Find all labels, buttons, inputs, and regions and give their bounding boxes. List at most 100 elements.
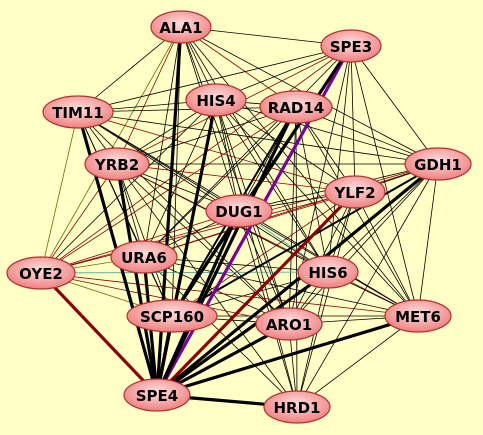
- node-met6[interactable]: MET6: [384, 299, 452, 333]
- node-shape[interactable]: [185, 83, 247, 117]
- edge-ura6-met6: [143, 256, 419, 317]
- node-shape[interactable]: [324, 175, 386, 209]
- edge-his4-gdh1: [215, 99, 439, 165]
- edge-met6-oye2: [40, 272, 419, 317]
- edge-yrb2-aro1: [116, 163, 290, 325]
- edge-ala1-ura6: [143, 26, 182, 258]
- edge-tim11-oye2: [40, 111, 79, 274]
- edge-his4-oye2: [40, 99, 217, 274]
- node-shape[interactable]: [384, 299, 452, 333]
- edge-dug1-hrd1: [238, 210, 298, 408]
- node-shape[interactable]: [150, 10, 212, 44]
- edge-gdh1-aro1: [288, 163, 439, 325]
- node-shape[interactable]: [6, 256, 76, 290]
- node-shape[interactable]: [126, 299, 218, 333]
- edge-his4-ura6: [143, 99, 217, 258]
- edge-spe4-rad14: [155, 105, 298, 397]
- node-label: YRB2: [94, 156, 139, 174]
- node-aro1[interactable]: ARO1: [255, 307, 323, 341]
- edge-rad14-aro1: [288, 106, 297, 325]
- edge-spe3-oye2: [40, 45, 352, 274]
- node-hrd1[interactable]: HRD1: [263, 390, 331, 424]
- edge-his6-hrd1: [296, 271, 329, 408]
- edge-spe4-met6: [155, 314, 420, 397]
- node-shape[interactable]: [84, 147, 150, 181]
- edge-rad14-hrd1: [295, 106, 298, 408]
- node-shape[interactable]: [205, 194, 273, 228]
- edge-his6-oye2: [40, 271, 329, 274]
- node-label: RAD14: [268, 99, 324, 117]
- node-rad14[interactable]: RAD14: [259, 90, 333, 124]
- node-shape[interactable]: [259, 90, 333, 124]
- node-label: MET6: [395, 308, 441, 326]
- node-label: GDH1: [414, 156, 462, 174]
- node-shape[interactable]: [404, 147, 472, 181]
- edge-ala1-aro1: [180, 26, 290, 325]
- node-label: YLF2: [333, 184, 375, 202]
- edge-tim11-his6: [77, 111, 329, 273]
- node-label: SCP160: [140, 308, 204, 326]
- node-scp160[interactable]: SCP160: [126, 299, 218, 333]
- node-tim11[interactable]: TIM11: [42, 95, 114, 129]
- edge-met6-hrd1: [296, 315, 419, 408]
- node-oye2[interactable]: OYE2: [6, 256, 76, 290]
- node-gdh1[interactable]: GDH1: [404, 147, 472, 181]
- node-his6[interactable]: HIS6: [297, 255, 359, 289]
- node-shape[interactable]: [123, 378, 191, 412]
- edge-his4-dug1: [215, 99, 240, 212]
- node-yrb2[interactable]: YRB2: [84, 147, 150, 181]
- edge-spe3-ylf2: [350, 45, 356, 193]
- edge-tim11-ura6: [77, 111, 145, 258]
- node-shape[interactable]: [320, 29, 382, 63]
- edge-spe4-ala1: [155, 25, 183, 397]
- edge-yrb2-ylf2: [116, 163, 356, 193]
- node-ura6[interactable]: URA6: [110, 240, 178, 274]
- edge-gdh1-his6: [327, 163, 439, 273]
- edge-ala1-dug1: [180, 26, 240, 212]
- edge-ylf2-oye2: [40, 191, 356, 274]
- node-shape[interactable]: [263, 390, 331, 424]
- edge-spe3-gdh1: [350, 45, 439, 165]
- edge-spe4-oye2: [39, 271, 159, 397]
- node-label: HIS4: [196, 92, 235, 110]
- edge-spe4-ylf2: [155, 190, 357, 397]
- node-ala1[interactable]: ALA1: [150, 10, 212, 44]
- edge-tim11-ylf2: [77, 111, 356, 193]
- edge-ala1-his6: [180, 26, 329, 273]
- edge-spe4-yrb2: [115, 162, 159, 397]
- node-spe3[interactable]: SPE3: [320, 29, 382, 63]
- edge-spe4-his6: [155, 270, 330, 397]
- node-label: HIS6: [308, 264, 347, 282]
- edge-aro1-oye2: [40, 272, 290, 325]
- edge-ala1-met6: [180, 26, 419, 317]
- node-shape[interactable]: [255, 307, 323, 341]
- edge-rad14-ura6: [143, 106, 297, 258]
- edge-rad14-met6: [295, 106, 419, 317]
- node-shape[interactable]: [297, 255, 359, 289]
- node-label: DUG1: [215, 203, 262, 221]
- node-label: URA6: [121, 249, 167, 267]
- node-shape[interactable]: [42, 95, 114, 129]
- edge-his4-met6: [215, 99, 419, 317]
- edge-ala1-yrb2: [116, 26, 182, 165]
- edge-spe3-his6: [327, 45, 352, 273]
- node-dug1[interactable]: DUG1: [205, 194, 273, 228]
- edge-yrb2-oye2: [40, 163, 118, 274]
- node-shape[interactable]: [110, 240, 178, 274]
- node-label: SPE4: [136, 387, 178, 405]
- edge-spe3-ura6: [143, 45, 352, 258]
- edge-yrb2-met6: [116, 163, 419, 317]
- edge-gdh1-met6: [417, 163, 439, 317]
- node-label: TIM11: [52, 104, 104, 122]
- edge-spe3-tim11: [77, 45, 352, 113]
- node-label: OYE2: [19, 265, 63, 283]
- edge-ylf2-hrd1: [296, 191, 356, 408]
- edge-ylf2-met6: [354, 191, 419, 317]
- node-his4[interactable]: HIS4: [185, 83, 247, 117]
- edge-gdh1-hrd1: [296, 163, 439, 408]
- node-ylf2[interactable]: YLF2: [324, 175, 386, 209]
- node-spe4[interactable]: SPE4: [123, 378, 191, 412]
